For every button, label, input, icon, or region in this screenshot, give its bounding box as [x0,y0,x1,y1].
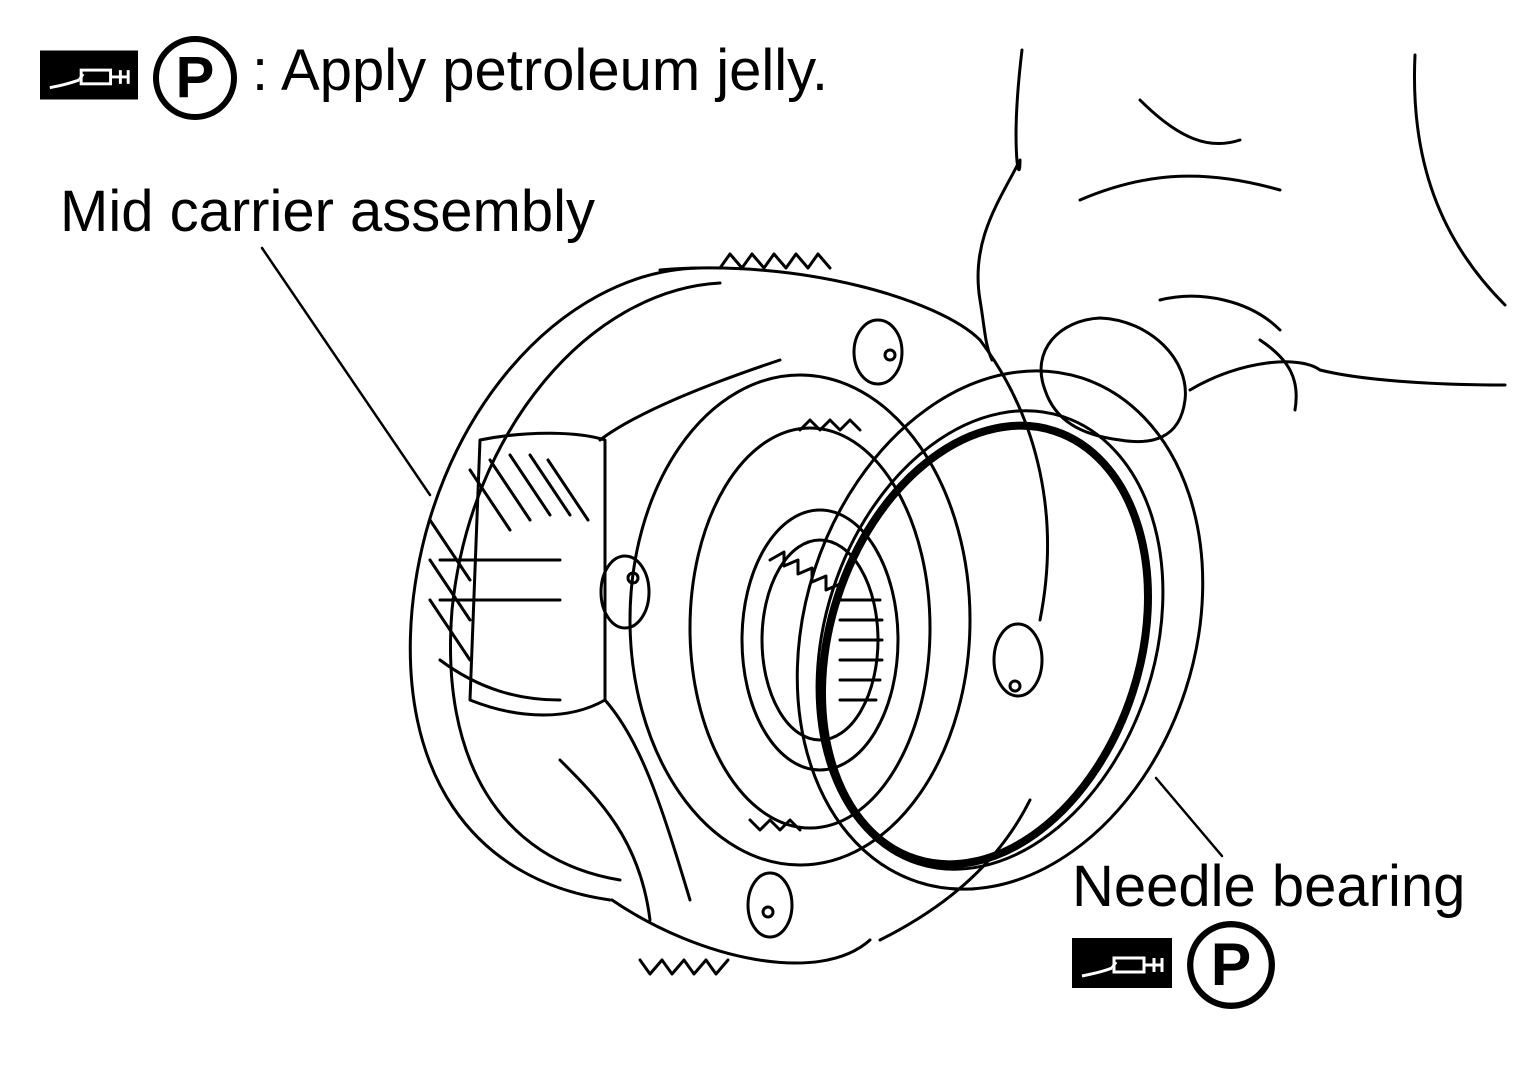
mid-carrier-assembly-label: Mid carrier assembly [60,179,595,244]
petroleum-jelly-syringe-icon [1072,938,1172,988]
needle-p-letter: P [1211,930,1251,998]
needle-bearing-leader [1154,776,1224,858]
petroleum-p-icon: P [1187,921,1275,1009]
petroleum-jelly-syringe-icon [40,50,138,100]
legend-text: : Apply petroleum jelly. [252,38,828,103]
hand-drawing [976,48,1507,444]
carrier-body [408,252,1049,976]
needle-bearing-label: Needle bearing [1072,854,1466,919]
legend-p-letter: P [176,45,215,110]
mid-carrier-leader [260,246,432,497]
petroleum-p-icon: P [153,36,237,120]
